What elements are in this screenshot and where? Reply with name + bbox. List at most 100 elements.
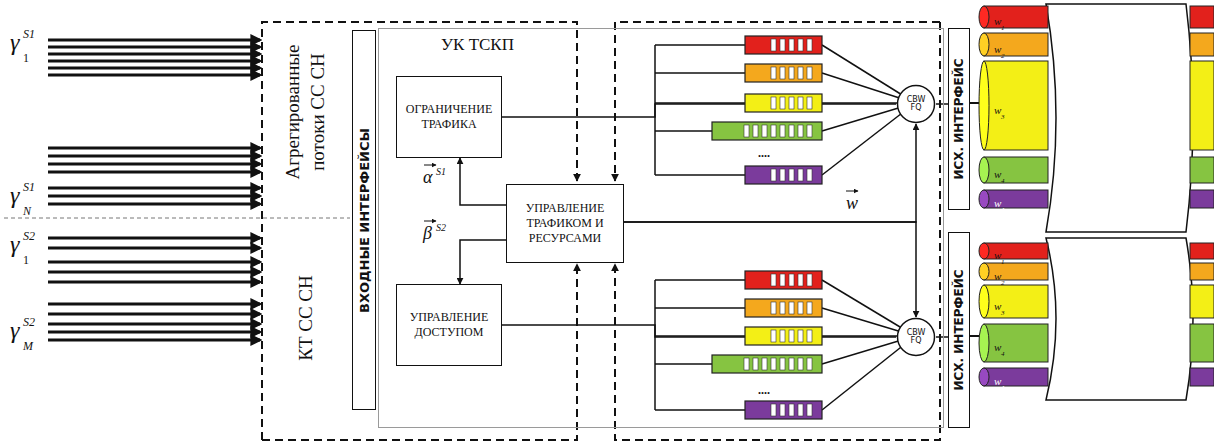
weight-label: 2 <box>1001 53 1005 60</box>
queue-slot <box>798 404 803 416</box>
weight-label: 1 <box>1001 259 1005 266</box>
tube-end <box>979 61 989 150</box>
flow-arrow <box>48 237 260 240</box>
connector <box>936 336 948 338</box>
flow-arrow <box>48 155 260 158</box>
connector <box>460 240 506 284</box>
flow-arrow <box>48 163 260 166</box>
queue-slot <box>807 274 812 286</box>
node-label: ИСХ. ИНТЕРФЕЙС <box>952 58 966 179</box>
node-label: УПРАВЛЕНИЕ ДОСТУПОМ <box>397 310 501 340</box>
vector-arrow <box>846 191 858 192</box>
weight-label: w <box>994 271 1001 282</box>
flow-arrow <box>48 53 260 56</box>
flow-arrow <box>48 271 260 274</box>
vector-arrow <box>424 165 436 166</box>
queue-slot <box>780 330 785 342</box>
output-link <box>970 102 980 104</box>
math-symbol: β <box>423 224 432 242</box>
channel-tube <box>984 368 1048 386</box>
queue-buffer <box>745 327 822 345</box>
queue-slot <box>798 169 803 181</box>
queue-buffer <box>745 64 822 82</box>
node-label: УПРАВЛЕНИЕ ТРАФИКОМ И РЕСУРСАМИ <box>507 201 623 246</box>
weight-label: 4 <box>1001 178 1005 185</box>
flow-arrow <box>48 339 260 342</box>
queue-slot <box>771 97 776 109</box>
queue-slot <box>789 358 794 370</box>
dashed-bracket <box>615 22 940 181</box>
queue-slot <box>798 330 803 342</box>
tube-end <box>979 6 989 28</box>
circle-outline <box>898 319 935 356</box>
vector-arrow <box>424 221 436 222</box>
weight-label: 3 <box>1001 310 1005 317</box>
queue-slot <box>771 67 776 79</box>
flow-arrow <box>48 195 260 198</box>
channel-tube <box>1190 61 1214 150</box>
queue-slot <box>780 404 785 416</box>
channel-tube <box>984 190 1048 208</box>
flow-arrow <box>48 67 260 70</box>
queue-slot <box>798 97 803 109</box>
channel-tube <box>1190 324 1214 362</box>
scheduler-circle: CBW FQ <box>896 84 936 124</box>
flow-arrow <box>48 74 260 77</box>
queue-slot <box>807 39 812 51</box>
math-symbol: α <box>423 168 432 186</box>
queue-link <box>655 307 745 309</box>
queue-slot <box>771 169 776 181</box>
tube-end <box>979 324 989 362</box>
queue-slot <box>807 97 812 109</box>
dashed-bracket <box>615 22 940 440</box>
queue-slot <box>789 302 794 314</box>
math-symbol: w <box>846 194 858 212</box>
node-label: CBW FQ <box>901 329 931 346</box>
queue-slot <box>789 125 794 137</box>
math-symbol: S1 <box>436 167 446 177</box>
node-label: ИСХ. ИНТЕРФЕЙС <box>952 269 966 390</box>
queue-slot <box>798 125 803 137</box>
queue-slot <box>807 169 812 181</box>
flow-arrow <box>48 303 260 306</box>
region-title: УК ТСКП <box>441 35 514 55</box>
queue-link <box>655 174 745 176</box>
tube-end <box>979 157 989 183</box>
math-symbol: 1 <box>23 52 29 64</box>
math-symbol: S2 <box>436 223 446 233</box>
queue-slot <box>780 67 785 79</box>
math-symbol: γ <box>10 232 19 256</box>
weight-label: w <box>994 16 1001 27</box>
connector <box>502 104 896 117</box>
channel-tube <box>984 243 1048 259</box>
flow-arrow <box>48 187 260 190</box>
queue-link <box>655 130 712 132</box>
queue-buffer <box>745 271 822 289</box>
tube-end <box>979 243 989 259</box>
math-symbol: γ <box>10 318 19 342</box>
node-label: ОГРАНИЧЕНИЕ ТРАФИКА <box>397 102 501 132</box>
queue-buffer <box>745 401 822 419</box>
queue-buffer <box>745 166 822 184</box>
flow-arrow <box>48 203 260 206</box>
channel-tube <box>1190 6 1214 28</box>
queue-link <box>655 102 745 104</box>
math-symbol: S1 <box>23 181 35 193</box>
flow-arrow <box>48 46 260 49</box>
queue-slot <box>753 125 758 137</box>
channel-bundle <box>1046 238 1193 400</box>
tube-end <box>979 285 989 318</box>
queue-slot <box>798 67 803 79</box>
queue-slot <box>780 39 785 51</box>
flow-arrow <box>48 261 260 264</box>
queue-slot <box>780 302 785 314</box>
flow-arrow <box>48 281 260 284</box>
queue-slot <box>771 330 776 342</box>
queue-slot <box>798 274 803 286</box>
output-link <box>970 335 980 337</box>
weight-label: w <box>994 169 1001 180</box>
weight-label: w <box>994 301 1001 312</box>
math-symbol: N <box>23 205 31 217</box>
queue-buffer <box>745 36 822 54</box>
